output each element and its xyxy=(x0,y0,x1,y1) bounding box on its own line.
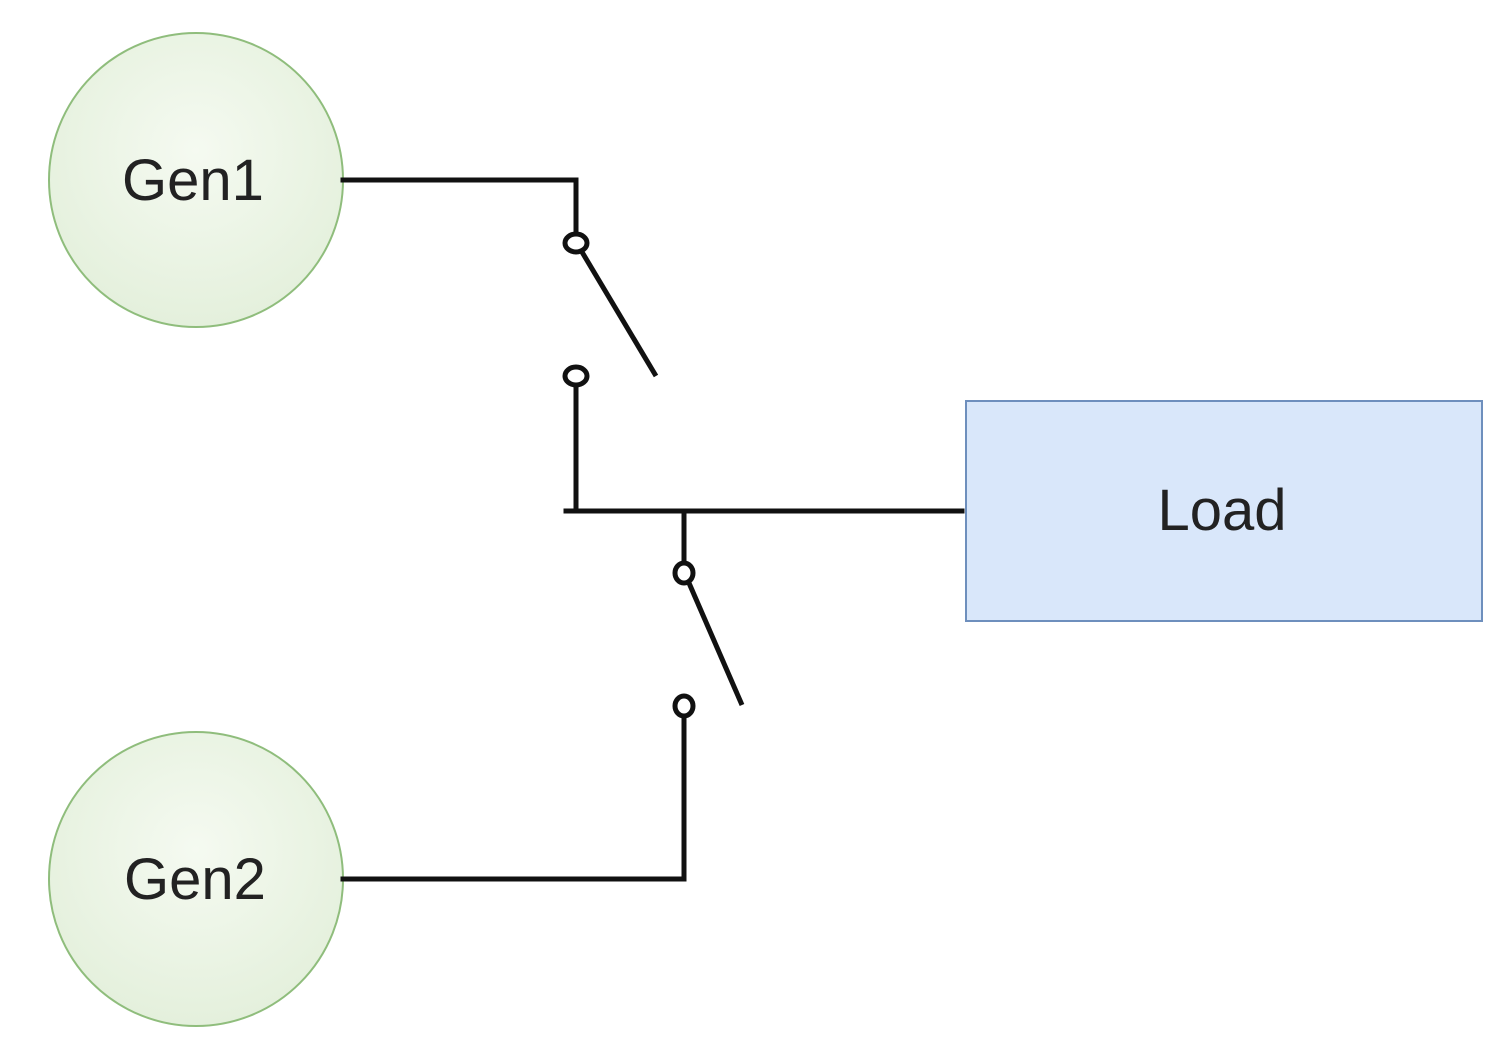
wire-gen1 xyxy=(340,177,579,235)
generator-gen1[interactable]: Gen1 xyxy=(48,32,344,328)
switch-gen2[interactable] xyxy=(672,560,745,719)
switch2-lower-contact xyxy=(672,693,696,719)
switch1-upper-contact xyxy=(562,231,590,255)
wires xyxy=(340,177,965,882)
switch-gen1[interactable] xyxy=(562,231,659,388)
load-rect xyxy=(965,400,1483,622)
gen2-label: Gen2 xyxy=(124,847,266,912)
wire-gen2 xyxy=(340,714,687,882)
load-box[interactable]: Load xyxy=(965,400,1483,622)
switch2-blade xyxy=(686,582,745,706)
gen1-label: Gen1 xyxy=(122,148,264,213)
switch1-blade xyxy=(579,250,659,378)
load-label: Load xyxy=(1157,478,1286,543)
switch2-upper-contact xyxy=(672,560,696,586)
generator-gen2[interactable]: Gen2 xyxy=(48,731,344,1027)
switch1-lower-contact xyxy=(562,364,590,388)
